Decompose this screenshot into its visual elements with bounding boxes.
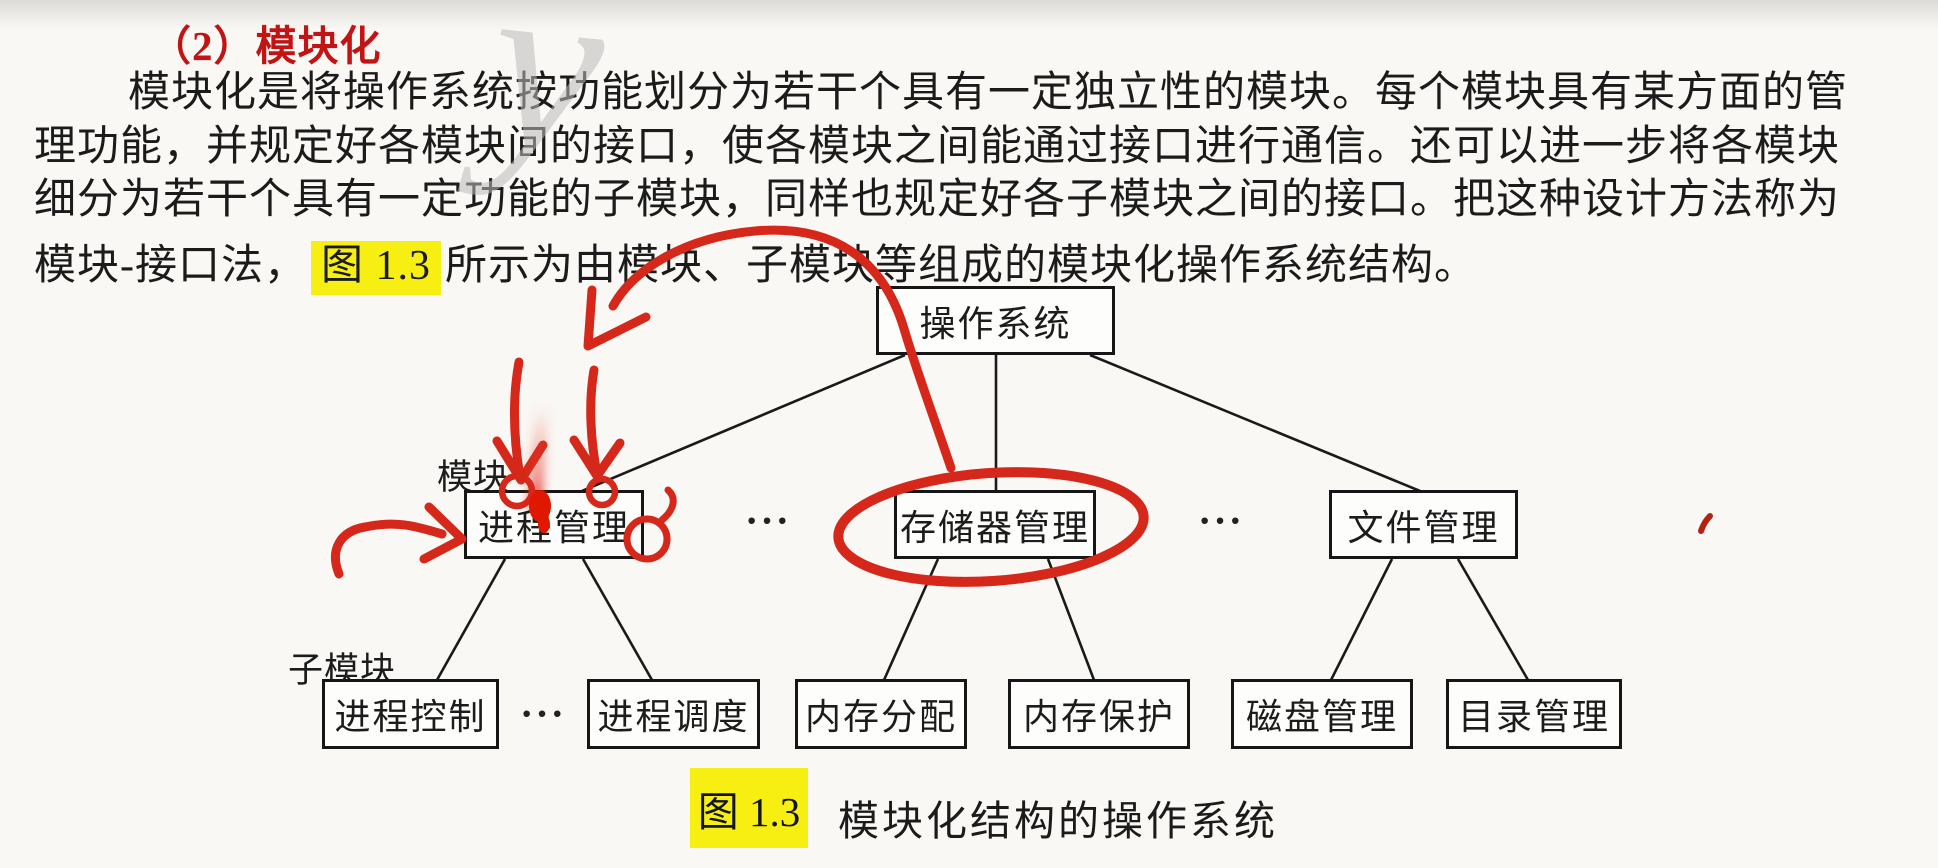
node-memory-protection: 内存保护 xyxy=(1008,679,1190,749)
caption-text: 模块化结构的操作系统 xyxy=(838,798,1278,844)
paragraph-line-3: 细分为若干个具有一定功能的子模块，同样也规定好各子模块之间的接口。把这种设计方法… xyxy=(34,177,1841,223)
caption-figure-ref: 图 1.3 xyxy=(690,768,808,848)
connector-storage-alloc xyxy=(882,558,940,681)
node-process-scheduling: 进程调度 xyxy=(587,679,760,749)
paragraph-line-2: 理功能，并规定好各模块间的接口，使各模块之间能通过接口进行通信。还可以进一步将各… xyxy=(34,124,1841,170)
node-operating-system: 操作系统 xyxy=(876,286,1115,355)
ellipsis-modules-1: ··· xyxy=(745,498,792,543)
connector-process-schedule xyxy=(581,558,654,681)
connector-file-disk xyxy=(1329,558,1394,681)
line4-suffix: 所示为由模块、子模块等组成的模块化操作系统结构。 xyxy=(445,243,1478,289)
connector-os-file xyxy=(1089,353,1421,493)
connector-os-process xyxy=(581,353,906,493)
connector-file-directory xyxy=(1456,558,1530,681)
paragraph-line-1: 模块化是将操作系统按功能划分为若干个具有一定独立性的模块。每个模块具有某方面的管 xyxy=(128,70,1849,116)
node-disk-management: 磁盘管理 xyxy=(1231,679,1413,749)
connector-storage-protect xyxy=(1046,558,1096,681)
ellipsis-submodules: ··· xyxy=(520,691,567,736)
top-gradient xyxy=(0,0,1938,30)
ellipsis-modules-2: ··· xyxy=(1198,498,1245,543)
red-arrow-down-2-icon xyxy=(569,365,625,481)
node-storage-management: 存储器管理 xyxy=(894,490,1096,559)
red-tick-mark xyxy=(1698,513,1713,534)
node-process-management: 进程管理 xyxy=(464,490,644,559)
line4-prefix: 模块-接口法， xyxy=(34,243,307,289)
node-memory-allocation: 内存分配 xyxy=(795,679,967,749)
connector-process-control xyxy=(435,558,507,681)
section-heading: （2）模块化 xyxy=(150,23,382,69)
node-directory-management: 目录管理 xyxy=(1446,679,1622,749)
figure-ref-highlight: 图 1.3 xyxy=(311,241,442,295)
node-process-control: 进程控制 xyxy=(322,679,499,749)
node-file-management: 文件管理 xyxy=(1329,490,1518,559)
red-arrow-right-icon xyxy=(330,502,467,579)
